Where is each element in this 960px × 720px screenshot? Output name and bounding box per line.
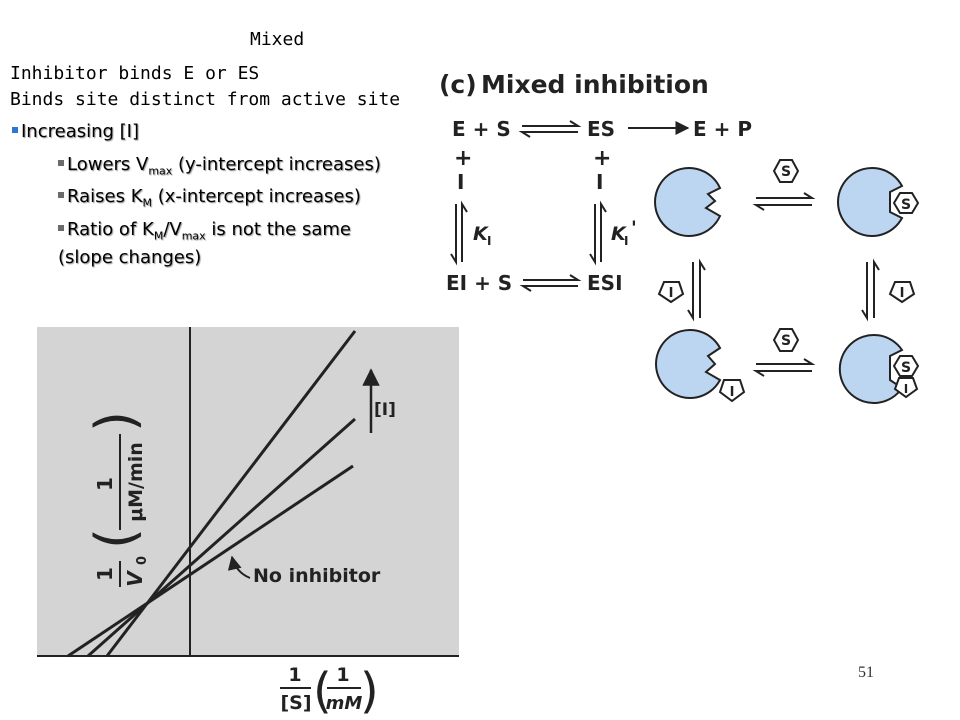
line-high-inhibitor [105,330,357,657]
equilibrium-arrow-right-vertical-icon [589,200,607,266]
y-label-open-paren: ( [84,528,147,549]
inhibitor-bound-esi-label: I [904,382,908,396]
substrate-icon-bottom [772,328,800,352]
enzyme-esi-icon [838,334,904,404]
x-unit-numerator: 1 [336,664,349,686]
bullet-marker-icon [12,127,18,133]
scheme-ki-prime: K [611,223,627,245]
b3-sub1: M [153,229,164,243]
scheme-ki-sub: I [487,234,491,248]
x-label-open-paren: ( [313,663,332,719]
b3-post: is not the same [205,219,351,240]
x-label-numerator: 1 [288,664,301,686]
x-axis-label: 1 [S] ( 1 mM ) [280,663,379,719]
substrate-label-bottom: S [781,333,791,349]
equilibrium-arrow-top-icon [518,120,582,138]
line-low-inhibitor [87,417,356,658]
y-label-close-paren: ) [84,411,147,432]
enzyme-free-icon [654,167,722,237]
inhibitor-label-left: I [669,286,674,301]
inhibitor-bound-icon-left [718,379,746,403]
intro-line-2: Binds site distinct from active site [10,89,401,110]
bullet-increasing-inhibitor: Increasing [I] [12,121,139,142]
cartoon-equilibrium-bottom-icon [752,358,816,377]
x-label-close-paren: ) [360,663,379,719]
inhibitor-icon-right [888,281,916,304]
cartoon-equilibrium-right-icon [861,258,880,322]
bullet-main-text: Increasing [I] [21,121,140,142]
plot-background [37,327,459,656]
sub-bullet-ratio-continued: (slope changes) [58,247,202,268]
scheme-plus-left: + [454,146,472,171]
inhibitor-icon-left [657,281,685,304]
b2-pre: Raises K [67,186,143,207]
b3-mid: /V [163,219,182,240]
substrate-label-top: S [781,164,791,180]
scheme-es: ES [587,117,615,141]
y-unit-numerator: 1 [93,477,117,491]
panel-label: (c) [439,70,477,99]
y-label-denominator-sub: 0 [135,556,150,565]
y-axis-label: 1 V 0 ( 1 μM/min ) [84,411,150,587]
substrate-icon-top [772,159,800,183]
b1-post: (y-intercept increases) [172,154,381,175]
scheme-ki-prime-sub: I [624,234,628,248]
enzyme-ei-icon [655,329,722,399]
scheme-prime-mark: ' [631,217,637,239]
lineweaver-burk-plot: [I] No inhibitor 1 V 0 ( 1 μM/min ) 1 [S… [37,327,459,719]
b1-pre: Lowers V [67,154,149,175]
scheme-ki: K [473,223,489,245]
enzyme-es-icon [837,167,904,237]
b1-sub: max [148,164,173,178]
inhibitor-increase-label: [I] [374,400,396,420]
no-inhibitor-pointer-icon [227,555,251,579]
panel-title: Mixed inhibition [481,70,709,99]
scheme-ei-plus-s: EI + S [446,271,512,295]
line-no-inhibitor [67,464,354,658]
slide-title: Mixed [250,29,305,50]
inhibitor-bound-esi-icon [893,377,919,399]
y-unit-denominator: μM/min [125,442,147,522]
intro-line-1: Inhibitor binds E or ES [10,63,260,84]
scheme-i-right: I [596,170,603,194]
cartoon-equilibrium-top-icon [752,192,816,211]
b2-sub: M [142,196,153,210]
y-label-numerator: 1 [93,567,117,581]
scheme-esi: ESI [587,271,623,295]
substrate-bound-esi-label: S [901,360,911,376]
sub-bullet-ratio: Ratio of KM/Vmax is not the same [58,219,351,243]
no-inhibitor-label: No inhibitor [253,565,381,587]
b3-sub2: max [181,229,206,243]
y-label-denominator: V [123,570,147,587]
x-unit-denominator: mM [326,693,363,714]
substrate-bound-label: S [901,197,911,213]
cartoon-equilibrium-left-icon [687,258,706,322]
scheme-e-plus-p: E + P [693,117,752,141]
inhibitor-bound-label-left: I [730,385,735,400]
substrate-bound-esi-icon [892,355,920,377]
sub-bullet-vmax: Lowers Vmax (y-intercept increases) [58,154,381,178]
substrate-bound-icon [892,192,920,214]
page-number: 51 [858,664,874,681]
b2-post: (x-intercept increases) [152,186,361,207]
bullet-marker-icon [58,192,64,198]
equilibrium-arrow-left-vertical-icon [450,200,468,266]
equilibrium-arrow-bottom-icon [519,274,582,292]
bullet-marker-icon [58,160,64,166]
scheme-i-left: I [457,170,464,194]
x-label-denominator: [S] [280,692,311,714]
sub-bullet-km: Raises KM (x-intercept increases) [58,186,361,210]
bullet-marker-icon [58,225,64,231]
scheme-e-plus-s: E + S [452,117,511,141]
b3-pre: Ratio of K [67,219,154,240]
inhibitor-label-right: I [900,286,905,301]
scheme-plus-right: + [593,146,611,171]
